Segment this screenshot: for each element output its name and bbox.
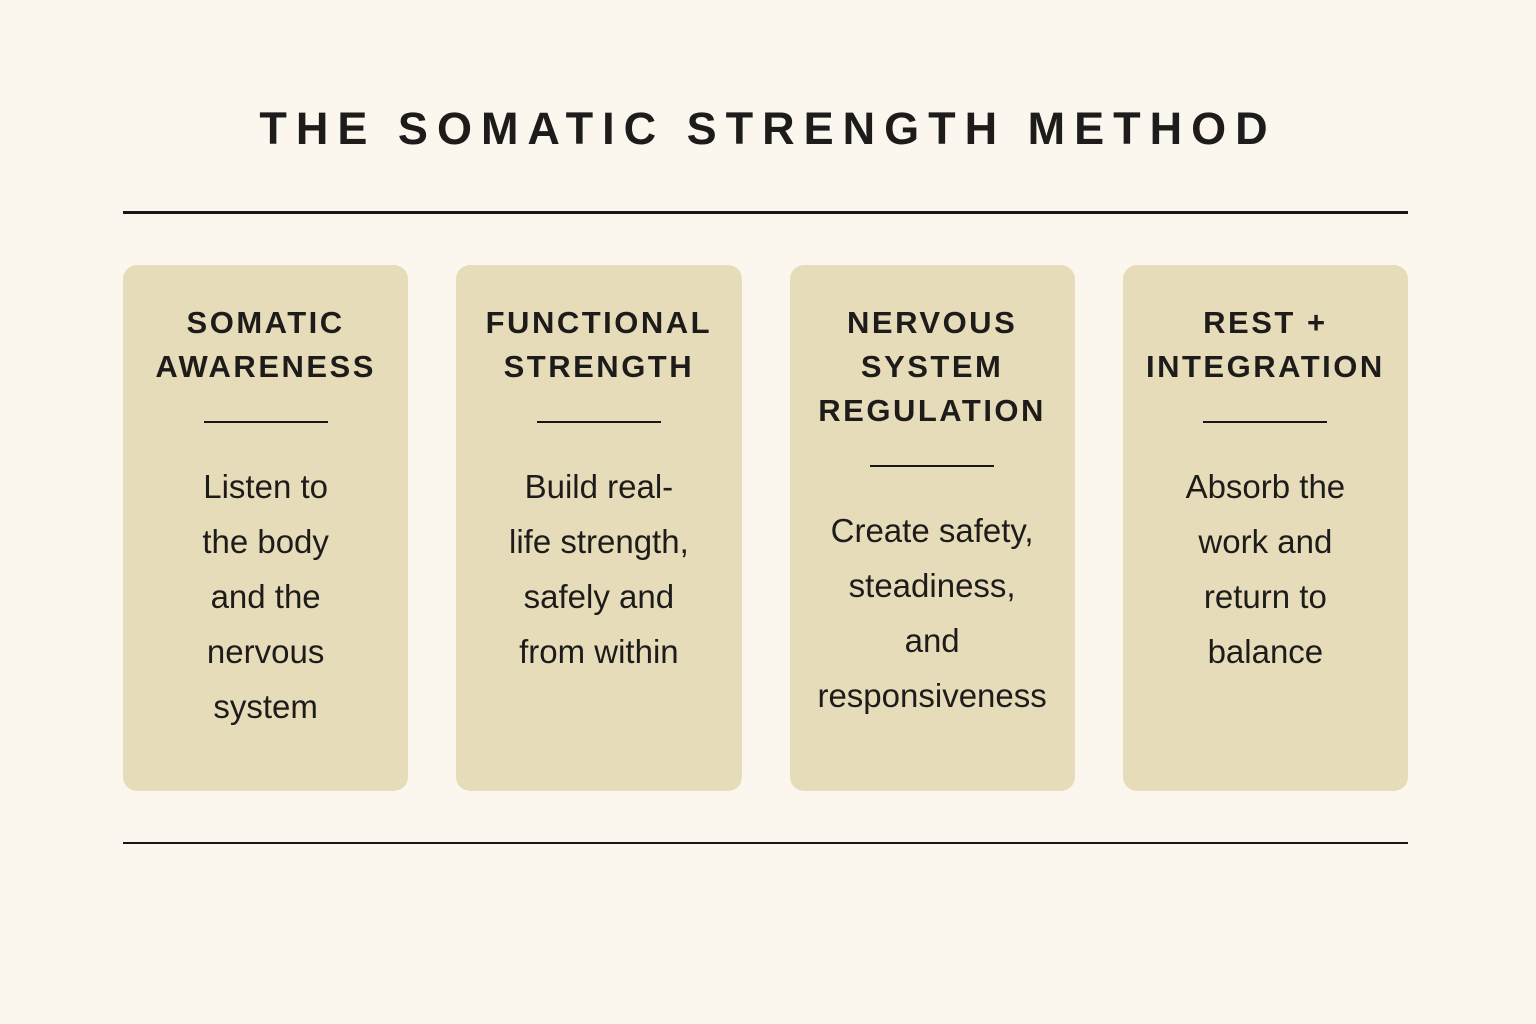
- card-heading: FUNCTIONAL STRENGTH: [485, 305, 713, 384]
- card-somatic-awareness: SOMATIC AWARENESS Listen to the body and…: [123, 265, 409, 791]
- card-rest-integration: REST + INTEGRATION Absorb the work and r…: [1122, 265, 1408, 791]
- card-body: Build real- life strength, safely and fr…: [508, 468, 689, 670]
- page-title: THE SOMATIC STRENGTH METHOD: [259, 103, 1277, 154]
- card-heading: REST + INTEGRATION: [1146, 305, 1385, 384]
- card-functional-strength: FUNCTIONAL STRENGTH Build real- life str…: [456, 265, 742, 791]
- card-nervous-system-regulation: NERVOUS SYSTEM REGULATION Create safety,…: [789, 265, 1075, 791]
- card-divider-line: [1203, 421, 1328, 423]
- card-heading: SOMATIC AWARENESS: [155, 305, 376, 384]
- card-divider-line: [203, 421, 328, 423]
- card-divider-line: [870, 465, 995, 467]
- card-heading: NERVOUS SYSTEM REGULATION: [818, 305, 1046, 428]
- card-divider-line: [536, 421, 661, 423]
- card-body: Listen to the body and the nervous syste…: [202, 468, 329, 725]
- bottom-divider-line: [123, 842, 1408, 844]
- method-cards-row: SOMATIC AWARENESS Listen to the body and…: [123, 265, 1408, 791]
- card-body: Create safety, steadiness, and responsiv…: [817, 512, 1047, 714]
- top-divider-line: [123, 211, 1408, 214]
- card-body: Absorb the work and return to balance: [1185, 468, 1346, 670]
